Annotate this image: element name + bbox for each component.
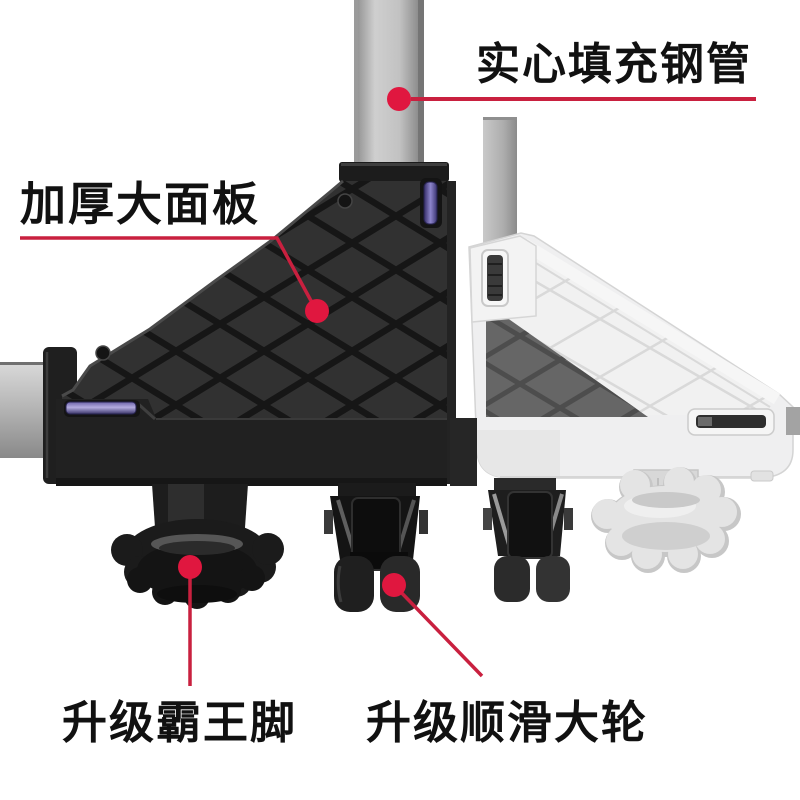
caster-tab bbox=[324, 510, 333, 534]
pipe-left-edge bbox=[354, 0, 358, 166]
white-panel-rim bbox=[520, 238, 781, 405]
leader-line-wheel bbox=[392, 583, 484, 678]
black-adjustable-foot bbox=[111, 484, 284, 609]
white-panel-rim-edge bbox=[517, 251, 771, 408]
callout-smooth-wheel: 升级顺滑大轮 bbox=[366, 697, 649, 748]
white-unit-adjustable-foot bbox=[591, 467, 741, 573]
callout-steel-pipe: 实心填充钢管 bbox=[476, 40, 752, 89]
caster-tab bbox=[564, 508, 573, 530]
black-body-side bbox=[447, 181, 456, 484]
purple-accent-vertical bbox=[423, 181, 438, 225]
clamp-slot-teeth bbox=[488, 263, 502, 296]
top-clamp-highlight bbox=[341, 163, 447, 166]
top-pipe-clamp bbox=[339, 162, 449, 182]
black-body-front-face bbox=[56, 399, 447, 486]
leader-dot-wheel bbox=[382, 573, 406, 597]
leader-dot-foot bbox=[178, 555, 202, 579]
foot-knob-base-shadow bbox=[157, 585, 237, 603]
foot-knob-shade bbox=[622, 522, 710, 550]
inter-unit-shadow bbox=[450, 418, 477, 486]
white-base-unit bbox=[468, 117, 800, 602]
callout-adjustable-foot: 升级霸王脚 bbox=[62, 697, 298, 748]
callout-thick-panel: 加厚大面板 bbox=[20, 178, 260, 230]
clamp-slot bbox=[487, 255, 503, 301]
wheel-rim-highlight bbox=[336, 565, 343, 603]
caster-wheel-right bbox=[536, 556, 570, 602]
panel-screw bbox=[337, 193, 353, 209]
horizontal-pipe-top-edge bbox=[0, 362, 52, 365]
white-body-shadow-step bbox=[477, 430, 560, 478]
purple-accent-horizontal bbox=[65, 401, 137, 415]
white-unit-vertical-pipe bbox=[483, 117, 517, 252]
black-base-unit bbox=[0, 0, 477, 612]
white-unit-caster-wheel bbox=[483, 478, 573, 602]
black-caster-wheel bbox=[324, 483, 428, 612]
white-pipe-top-edge bbox=[483, 117, 517, 120]
foot-column-shadow bbox=[632, 492, 700, 508]
white-body-tab bbox=[750, 470, 774, 482]
leader-line-panel bbox=[20, 236, 318, 311]
caster-tab bbox=[419, 510, 428, 534]
pipe-right-edge bbox=[418, 0, 424, 166]
leader-annotations bbox=[20, 87, 756, 686]
leader-dot-panel bbox=[305, 299, 329, 323]
caster-tab bbox=[483, 508, 492, 530]
vertical-steel-pipe bbox=[354, 0, 424, 166]
side-slot bbox=[696, 415, 766, 428]
caster-wheel-left bbox=[334, 556, 374, 612]
face-bottom-shadow bbox=[56, 478, 447, 486]
panel-screw bbox=[95, 345, 111, 361]
leader-dot-steel-pipe bbox=[387, 87, 411, 111]
foot-knob-top bbox=[159, 541, 235, 555]
caster-mount bbox=[338, 483, 416, 496]
caster-plate bbox=[507, 491, 553, 559]
caster-wheel-left bbox=[494, 556, 530, 602]
panel-edge-rim bbox=[61, 179, 344, 398]
white-unit-right-pipe-stub bbox=[786, 407, 800, 435]
side-slot-highlight bbox=[698, 417, 712, 426]
caster-mount bbox=[494, 478, 556, 490]
